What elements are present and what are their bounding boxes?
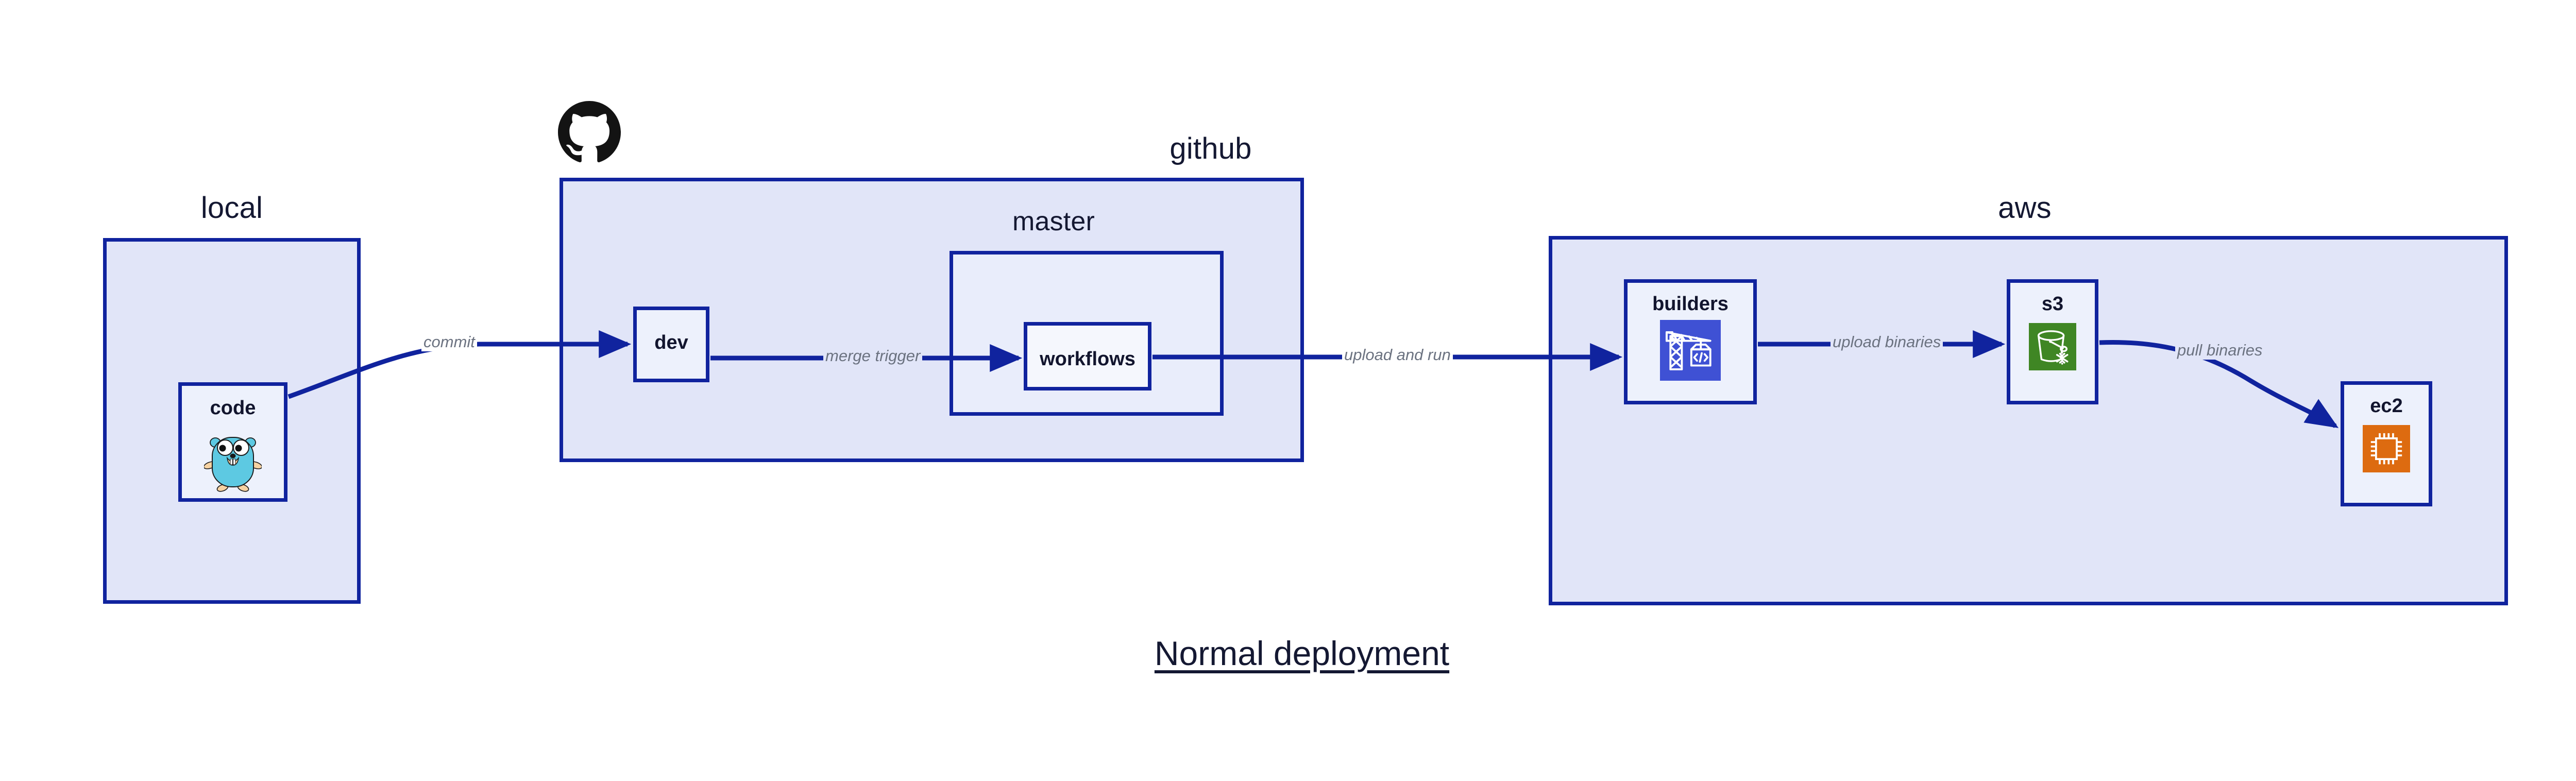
edge-label-upload-binaries: upload binaries bbox=[1831, 333, 1943, 351]
s3-bucket-icon bbox=[2029, 323, 2076, 373]
diagram-title: Normal deployment bbox=[1154, 634, 1450, 672]
crane-code-icon bbox=[1660, 320, 1721, 383]
node-label-workflows: workflows bbox=[1040, 348, 1136, 370]
github-octocat-logo bbox=[558, 101, 621, 164]
node-box-workflows[interactable]: workflows bbox=[1024, 322, 1151, 390]
node-box-s3[interactable]: s3 bbox=[2007, 279, 2098, 404]
edge-label-commit: commit bbox=[421, 333, 477, 351]
edge-label-upload-and-run: upload and run bbox=[1342, 346, 1453, 364]
node-box-builders[interactable]: builders bbox=[1624, 279, 1757, 404]
subgroup-label-master: master bbox=[1012, 207, 1095, 236]
go-gopher-icon bbox=[203, 431, 263, 495]
group-label-aws: aws bbox=[1998, 191, 2052, 225]
group-label-local: local bbox=[200, 191, 263, 225]
node-box-ec2[interactable]: ec2 bbox=[2341, 381, 2432, 506]
group-label-github: github bbox=[1170, 132, 1252, 165]
node-label-builders: builders bbox=[1652, 293, 1728, 315]
edge-label-pull-binaries: pull binaries bbox=[2175, 341, 2265, 360]
node-box-dev[interactable]: dev bbox=[633, 307, 709, 382]
node-label-ec2: ec2 bbox=[2370, 395, 2403, 417]
ec2-chip-icon bbox=[2363, 425, 2410, 475]
node-label-dev: dev bbox=[654, 332, 688, 353]
node-label-code: code bbox=[210, 397, 256, 419]
edge-label-merge-trigger: merge trigger bbox=[823, 347, 923, 365]
node-box-code[interactable]: code bbox=[178, 382, 287, 502]
node-label-s3: s3 bbox=[2041, 293, 2064, 315]
